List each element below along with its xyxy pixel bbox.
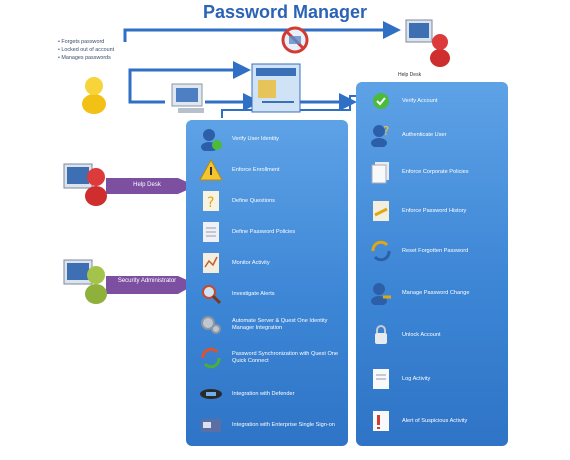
arrow-to-help-desk bbox=[123, 21, 401, 42]
sso-card-icon bbox=[198, 412, 224, 438]
panel-item: Automate Server & Quest One Identity Man… bbox=[198, 312, 342, 338]
item-label: Integration with Enterprise Single Sign-… bbox=[232, 421, 335, 428]
policy-document-icon bbox=[198, 219, 224, 245]
item-label: Define Password Policies bbox=[232, 228, 296, 235]
checkmark-icon bbox=[368, 88, 394, 114]
item-label: Reset Forgotten Password bbox=[402, 247, 469, 254]
log-document-icon bbox=[368, 366, 394, 392]
panel-item: Password Synchronization with Quest One … bbox=[198, 345, 342, 371]
padlock-icon bbox=[368, 322, 394, 348]
user-question-icon: ? bbox=[368, 122, 394, 148]
item-label: Integration with Defender bbox=[232, 390, 295, 397]
panel-item: Manage Password Change bbox=[368, 280, 469, 306]
alert-document-icon bbox=[368, 408, 394, 434]
item-label: Define Questions bbox=[232, 197, 275, 204]
help-desk-left-icon bbox=[63, 163, 107, 206]
panel-item: Unlock Account bbox=[368, 322, 441, 348]
sync-icon bbox=[198, 345, 224, 371]
magnifier-icon bbox=[198, 281, 224, 307]
help-desk-top-label: Help Desk bbox=[398, 72, 422, 78]
question-document-icon: ? bbox=[198, 188, 224, 214]
item-label: Log Activity bbox=[402, 375, 431, 382]
prohibited-icon bbox=[281, 26, 309, 54]
item-label: Monitor Activity bbox=[232, 259, 270, 266]
panel-item: Integration with Enterprise Single Sign-… bbox=[198, 412, 342, 438]
user-check-icon bbox=[198, 126, 224, 152]
token-icon bbox=[198, 381, 224, 407]
panel-item: Define Password Policies bbox=[198, 219, 295, 245]
panel-item: Investigate Alerts bbox=[198, 281, 275, 307]
panel-item: Monitor Activity bbox=[198, 250, 270, 276]
help-desk-band-arrow bbox=[106, 178, 196, 194]
panel-item: Verify User Identity bbox=[198, 126, 279, 152]
warning-icon bbox=[198, 157, 224, 183]
item-label: Investigate Alerts bbox=[232, 290, 275, 297]
security-admin-icon bbox=[63, 259, 107, 304]
item-label: Verify User Identity bbox=[232, 135, 279, 142]
intro-bullet: Manages passwords bbox=[58, 54, 114, 62]
item-label: Enforce Corporate Policies bbox=[402, 168, 469, 175]
arrow-to-web-portal bbox=[128, 61, 251, 84]
security-admin-band-label: Security Administrator bbox=[117, 278, 177, 284]
item-label: Enforce Password History bbox=[402, 207, 467, 214]
panel-item: Enforce Enrollment bbox=[198, 157, 280, 183]
intro-bullet: Forgets password bbox=[58, 38, 114, 46]
item-label: Enforce Enrollment bbox=[232, 166, 280, 173]
item-label: Authenticate User bbox=[402, 131, 447, 138]
panel-item: ? Authenticate User bbox=[368, 122, 446, 148]
item-label: Alert of Suspicious Activity bbox=[402, 417, 468, 424]
item-label: Manage Password Change bbox=[402, 289, 470, 296]
svg-text:?: ? bbox=[383, 124, 389, 138]
item-label: Verify Account bbox=[402, 97, 438, 104]
help-desk-band-label: Help Desk bbox=[133, 182, 161, 188]
security-admin-band-arrow bbox=[106, 276, 196, 294]
panel-item: Alert of Suspicious Activity bbox=[368, 408, 467, 434]
workstation-icon bbox=[171, 83, 204, 113]
intro-bullet: Locked out of account bbox=[58, 46, 114, 54]
panel-item: Integration with Defender bbox=[198, 381, 295, 407]
monitor-document-icon bbox=[198, 250, 224, 276]
end-user-icon bbox=[82, 77, 106, 114]
panel-item: Log Activity bbox=[368, 366, 430, 392]
panel-item: ? Define Questions bbox=[198, 188, 275, 214]
web-portal-icon bbox=[251, 63, 301, 113]
item-label: Automate Server & Quest One Identity Man… bbox=[232, 318, 328, 331]
help-desk-top-icon bbox=[405, 19, 450, 67]
item-label: Unlock Account bbox=[402, 331, 441, 338]
diagram-title: Password Manager bbox=[202, 2, 368, 22]
panel-item: Verify Account bbox=[368, 88, 437, 114]
reset-arrows-icon bbox=[368, 238, 394, 264]
panel-item: Enforce Password History bbox=[368, 198, 466, 224]
user-key-icon bbox=[368, 280, 394, 306]
documents-icon bbox=[368, 159, 394, 185]
item-label: Password Synchronization with Quest One … bbox=[232, 351, 339, 364]
panel-item: Enforce Corporate Policies bbox=[368, 159, 469, 185]
panel-item: Reset Forgotten Password bbox=[368, 238, 468, 264]
arrow-to-workstation bbox=[128, 84, 165, 104]
gears-icon bbox=[198, 312, 224, 338]
svg-text:?: ? bbox=[207, 195, 214, 211]
user-functions-panel: Verify Account ? Authenticate User Enfor… bbox=[356, 82, 508, 446]
intro-bullet-list: Forgets password Locked out of account M… bbox=[58, 38, 114, 62]
document-arrow-icon bbox=[368, 198, 394, 224]
admin-functions-panel: Verify User Identity Enforce Enrollment … bbox=[186, 120, 348, 446]
